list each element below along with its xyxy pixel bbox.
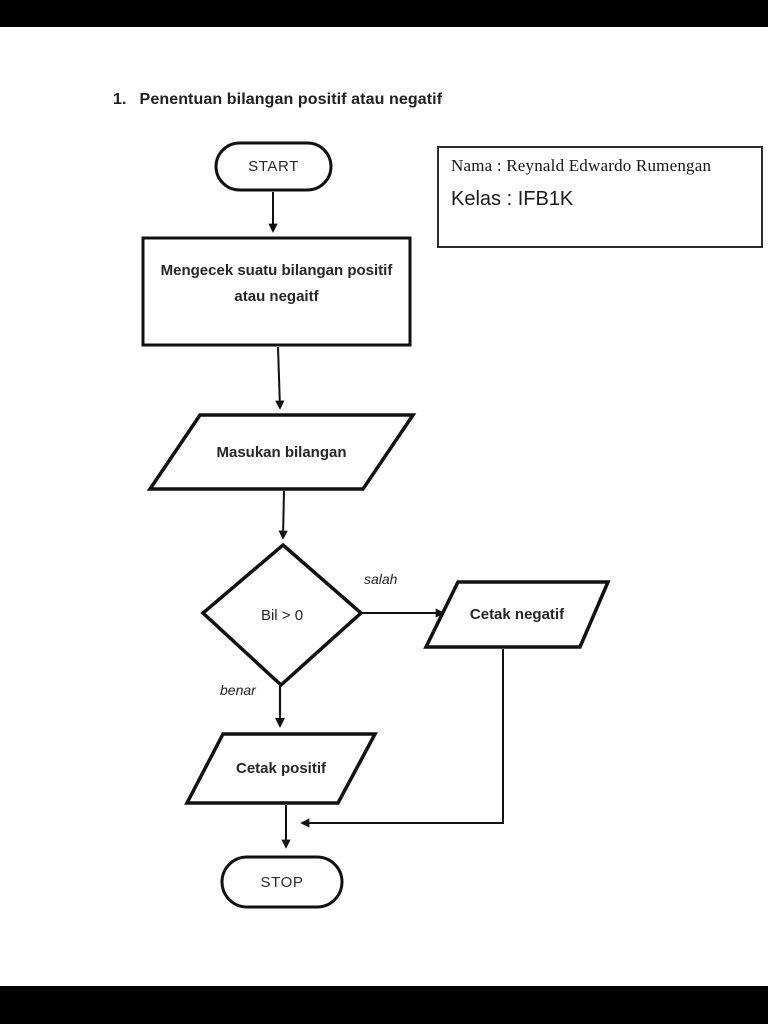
input-parallelogram-shape [146,413,417,491]
output-negative-parallelogram-shape [423,580,611,649]
page-title-number: 1. [113,91,127,108]
student-class-line: Kelas : IFB1K [451,188,574,210]
letterbox-top [0,0,768,27]
start-terminal-shape [214,141,333,192]
edge-negatif-to-stop [300,649,504,828]
edge-input-to-decision [278,490,288,540]
edge-true-label: benar [220,682,256,698]
stop-terminal-shape [220,855,344,909]
page-title: 1. Penentuan bilangan positif atau negat… [113,91,442,109]
letterbox-bottom [0,986,768,1024]
output-positive-parallelogram-shape [184,732,378,805]
student-name-line: Nama : Reynald Edwardo Rumengan [451,156,712,175]
edge-false-label: salah [364,571,398,587]
process-box-shape [141,236,412,347]
page-title-text: Penentuan bilangan positif atau negatif [139,91,443,108]
student-info-box: Nama : Reynald Edwardo Rumengan Kelas : … [437,146,763,248]
edge-process-to-input [275,346,285,410]
decision-diamond-shape [200,542,364,688]
